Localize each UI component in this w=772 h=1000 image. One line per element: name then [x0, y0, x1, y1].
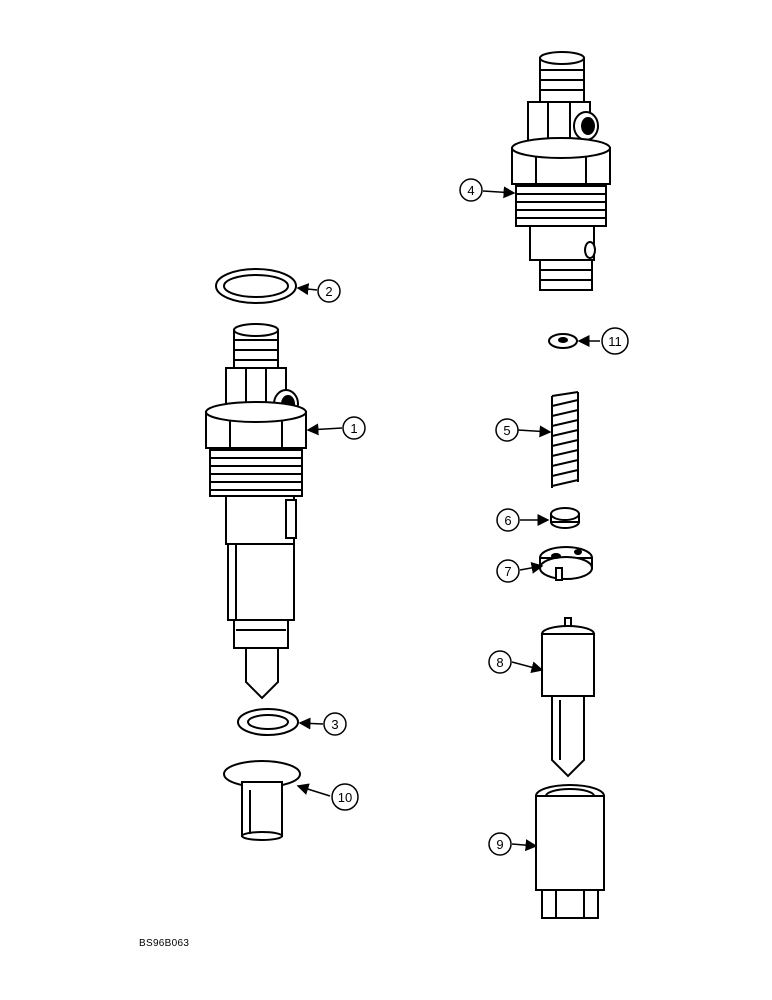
callout-9: 9: [488, 832, 512, 856]
callout-2: 2: [317, 279, 341, 303]
leader-line-10: [296, 783, 331, 797]
shim: [548, 333, 578, 349]
lower-washer: [237, 708, 299, 736]
callout-4: 4: [459, 178, 483, 202]
leader-line-5: [517, 425, 552, 438]
callout-1: 1: [342, 416, 366, 440]
figure-code: BS96B063: [139, 938, 190, 949]
injector-assembly: [205, 323, 307, 700]
svg-text:1: 1: [350, 421, 357, 436]
svg-text:5: 5: [503, 423, 510, 438]
svg-text:7: 7: [504, 564, 511, 579]
callout-10: 10: [331, 783, 359, 811]
callout-7: 7: [496, 559, 520, 583]
intermediate-plate: [539, 546, 593, 581]
svg-text:9: 9: [496, 837, 503, 852]
svg-text:11: 11: [608, 334, 622, 349]
nozzle: [541, 617, 595, 778]
spring-seat: [550, 507, 580, 529]
callout-5: 5: [495, 418, 519, 442]
nozzle-nut: [535, 784, 605, 919]
leader-line-8: [511, 661, 544, 674]
leader-line-7: [519, 561, 544, 574]
svg-text:10: 10: [338, 790, 352, 805]
sleeve: [223, 760, 301, 841]
svg-text:6: 6: [504, 513, 511, 528]
svg-text:2: 2: [325, 284, 332, 299]
leader-line-2: [296, 283, 318, 296]
injector-body: [511, 51, 611, 291]
svg-text:4: 4: [467, 183, 474, 198]
upper-seal-ring: [215, 268, 297, 304]
leader-line-3: [298, 717, 324, 730]
spring: [551, 391, 579, 488]
leader-line-1: [306, 423, 343, 436]
leader-line-4: [482, 186, 516, 199]
callout-3: 3: [323, 712, 347, 736]
leader-line-9: [511, 839, 538, 852]
callout-6: 6: [496, 508, 520, 532]
callout-8: 8: [488, 650, 512, 674]
svg-text:8: 8: [496, 655, 503, 670]
svg-text:3: 3: [331, 717, 338, 732]
callout-11: 11: [601, 327, 629, 355]
